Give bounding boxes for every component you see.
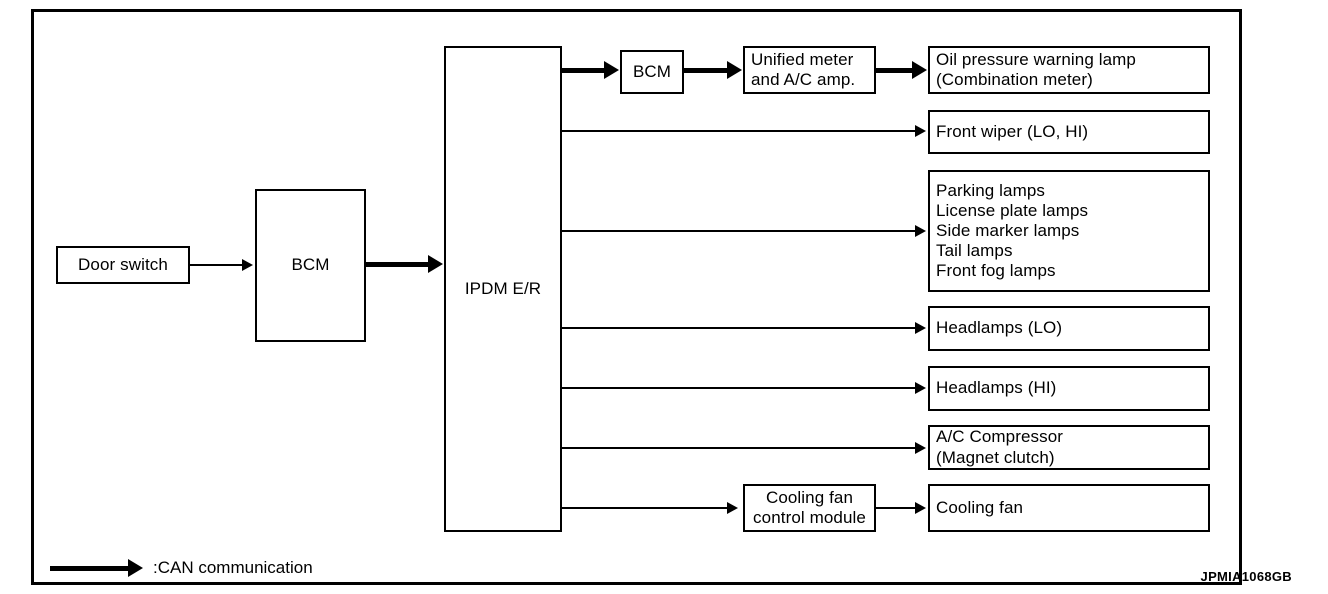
link-unified-meter-to-oil-pressure-lamp: [876, 68, 912, 73]
arrowhead-headlamps-hi: [915, 382, 926, 394]
block-door-switch: Door switch: [56, 246, 190, 284]
link-ipdm-to-ac-compressor: [562, 447, 915, 449]
output-label-front-wiper: Front wiper (LO, HI): [936, 121, 1089, 141]
arrowhead-exterior-lamps: [915, 225, 926, 237]
arrowhead-headlamps-lo: [915, 322, 926, 334]
output-label-oil-pressure-warning-lamp: Oil pressure warning lamp (Combination m…: [936, 49, 1136, 89]
arrowhead-door-switch-to-bcm: [242, 259, 253, 271]
output-label-cooling-fan: Cooling fan: [936, 497, 1024, 517]
link-bcm-to-ipdm: [366, 262, 428, 267]
arrowhead-bcm-small-to-unified-meter: [727, 61, 742, 79]
link-ipdm-to-headlamps-lo: [562, 327, 915, 329]
arrowhead-ac-compressor: [915, 442, 926, 454]
block-unified-meter-label: Unified meter and A/C amp.: [751, 49, 856, 89]
arrowhead-ipdm-to-bcm-small: [604, 61, 619, 79]
arrowhead-cooling-fan: [915, 502, 926, 514]
output-box-headlamps-lo: Headlamps (LO): [928, 306, 1210, 351]
output-label-exterior-lamps: Parking lamps License plate lamps Side m…: [936, 180, 1089, 281]
arrowhead-cooling-fan-control-module: [727, 502, 738, 514]
block-unified-meter: Unified meter and A/C amp.: [743, 46, 876, 94]
block-bcm-small-label: BCM: [632, 61, 672, 81]
output-box-ac-compressor: A/C Compressor (Magnet clutch): [928, 425, 1210, 470]
output-label-headlamps-lo: Headlamps (LO): [936, 318, 1063, 338]
block-cooling-fan-control-module-label: Cooling fan control module: [753, 487, 866, 527]
link-ipdm-to-bcm-small: [562, 68, 604, 73]
legend-label: :CAN communication: [153, 558, 313, 577]
output-box-oil-pressure-warning-lamp: Oil pressure warning lamp (Combination m…: [928, 46, 1210, 94]
link-ipdm-to-exterior-lamps: [562, 230, 915, 232]
link-ipdm-to-headlamps-hi: [562, 387, 915, 389]
block-cooling-fan-control-module: Cooling fan control module: [743, 484, 876, 532]
can-communication-arrow-icon: [50, 565, 128, 571]
output-box-cooling-fan: Cooling fan: [928, 484, 1210, 532]
figure-id-code: JPMIA1068GB: [1200, 569, 1292, 584]
block-ipdm-er: IPDM E/R: [444, 46, 562, 532]
arrowhead-bcm-to-ipdm: [428, 255, 443, 273]
link-cooling-fan-control-module-to-cooling-fan: [876, 507, 915, 509]
output-label-headlamps-hi: Headlamps (HI): [936, 378, 1057, 398]
figure-border: [31, 9, 1242, 585]
can-communication-arrowhead-icon: [128, 559, 143, 577]
output-box-front-wiper: Front wiper (LO, HI): [928, 110, 1210, 154]
link-ipdm-to-cooling-fan-control-module: [562, 507, 727, 509]
output-box-headlamps-hi: Headlamps (HI): [928, 366, 1210, 411]
legend: :CAN communication: [50, 558, 313, 578]
block-door-switch-label: Door switch: [78, 254, 168, 274]
block-ipdm-er-label: IPDM E/R: [464, 278, 542, 298]
block-bcm-main: BCM: [255, 189, 366, 342]
block-bcm-main-label: BCM: [291, 255, 330, 275]
output-label-ac-compressor: A/C Compressor (Magnet clutch): [936, 427, 1064, 467]
link-ipdm-to-front-wiper: [562, 130, 915, 132]
link-door-switch-to-bcm: [190, 264, 242, 266]
block-bcm-small: BCM: [620, 50, 684, 94]
link-bcm-small-to-unified-meter: [684, 68, 727, 73]
arrowhead-front-wiper: [915, 125, 926, 137]
output-box-exterior-lamps: Parking lamps License plate lamps Side m…: [928, 170, 1210, 292]
arrowhead-unified-meter-to-oil-pressure-lamp: [912, 61, 927, 79]
